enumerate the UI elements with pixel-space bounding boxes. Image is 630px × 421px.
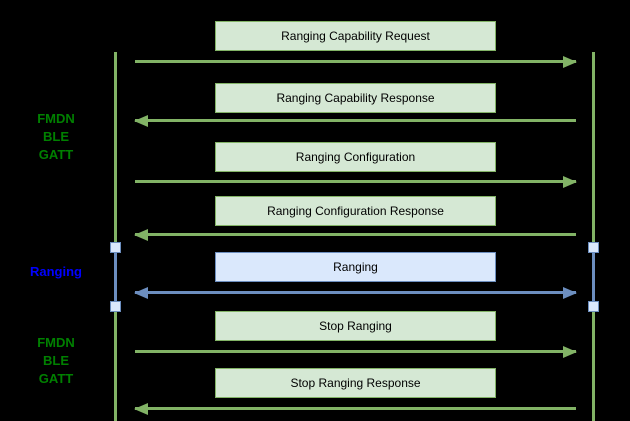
arrow-ranging-capability-request	[135, 55, 577, 68]
activation-marker-left-bottom	[110, 301, 121, 312]
arrow-ranging-configuration-response	[134, 228, 576, 241]
message-box-ranging-configuration-response: Ranging Configuration Response	[215, 196, 496, 226]
message-label: Ranging Configuration	[295, 150, 416, 164]
activation-marker-left-top	[110, 242, 121, 253]
left-lifeline	[114, 52, 117, 421]
arrow-ranging-configuration	[135, 175, 577, 188]
message-label: Ranging Capability Response	[276, 91, 435, 105]
side-label-fmdn-ble-gatt-top: FMDN BLE GATT	[37, 111, 75, 162]
arrow-ranging-capability-response	[134, 114, 576, 127]
arrowhead-left-icon	[134, 286, 148, 299]
arrowhead-left-icon	[134, 402, 148, 415]
arrowhead-left-icon	[134, 228, 148, 241]
message-box-ranging: Ranging	[215, 252, 496, 282]
activation-marker-right-top	[588, 242, 599, 253]
message-box-stop-ranging: Stop Ranging	[215, 311, 496, 341]
arrowhead-left-icon	[134, 114, 148, 127]
right-lifeline	[592, 52, 595, 421]
arrow-stop-ranging-response	[134, 402, 576, 415]
message-box-stop-ranging-response: Stop Ranging Response	[215, 368, 496, 398]
message-box-ranging-configuration: Ranging Configuration	[215, 142, 496, 172]
message-box-ranging-capability-response: Ranging Capability Response	[215, 83, 496, 113]
arrowhead-right-icon	[563, 55, 577, 68]
message-label: Ranging	[333, 260, 378, 274]
arrow-stop-ranging	[135, 345, 577, 358]
side-label-ranging: Ranging	[30, 264, 82, 279]
message-label: Ranging Configuration Response	[267, 204, 444, 218]
left-lifeline-ranging-segment	[114, 247, 117, 307]
arrowhead-right-icon	[563, 175, 577, 188]
arrow-ranging-bidirectional	[134, 286, 577, 299]
arrowhead-right-icon	[563, 345, 577, 358]
arrowhead-right-icon	[563, 286, 577, 299]
side-label-fmdn-ble-gatt-bottom: FMDN BLE GATT	[37, 335, 75, 386]
message-label: Ranging Capability Request	[281, 29, 430, 43]
message-label: Stop Ranging	[319, 319, 392, 333]
message-label: Stop Ranging Response	[290, 376, 421, 390]
activation-marker-right-bottom	[588, 301, 599, 312]
message-box-ranging-capability-request: Ranging Capability Request	[215, 21, 496, 51]
right-lifeline-ranging-segment	[592, 247, 595, 307]
